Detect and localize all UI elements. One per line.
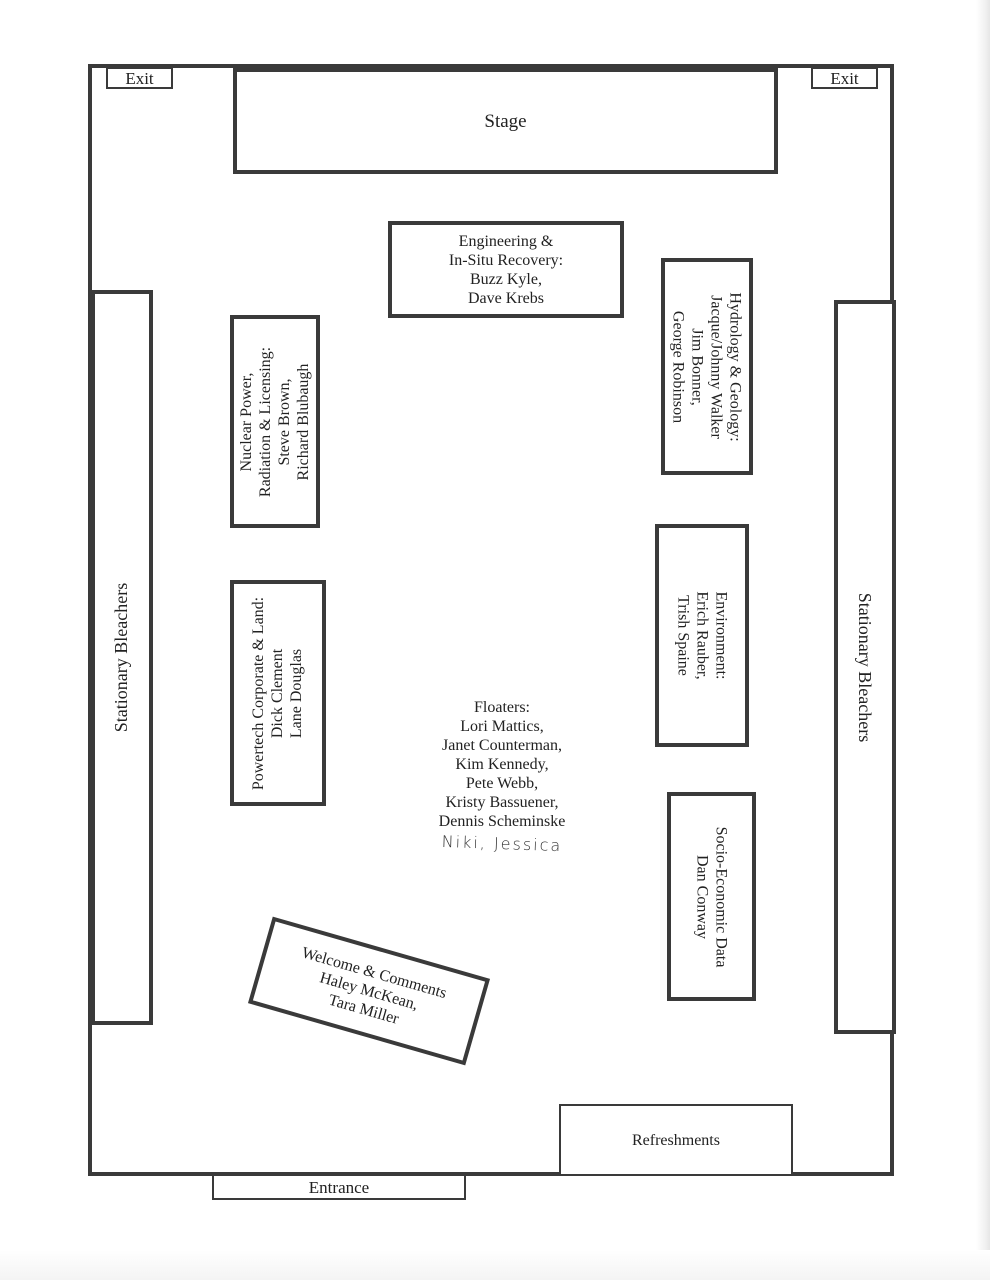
bleachers-right-label: Stationary Bleachers <box>855 592 876 742</box>
bleachers-left: Stationary Bleachers <box>91 290 153 1025</box>
booth-environment-label: Environment: Erich Rauber, Trish Spaine <box>674 591 730 680</box>
stage-label: Stage <box>484 110 527 132</box>
booth-socio-economic-label: Socio-Economic Data Dan Conway <box>693 826 730 967</box>
floater-name: Kim Kennedy, <box>455 756 549 773</box>
exit-left: Exit <box>106 67 173 89</box>
booth-nuclear-label: Nuclear Power, Radiation & Licensing: St… <box>238 346 313 497</box>
entrance: Entrance <box>212 1176 466 1200</box>
refreshments: Refreshments <box>559 1104 793 1176</box>
floaters-heading: Floaters: <box>474 699 530 716</box>
entrance-label: Entrance <box>308 1177 370 1197</box>
floaters-list: Floaters: Lori Mattics, Janet Counterman… <box>400 698 604 831</box>
floater-name: Dennis Scheminske <box>438 813 566 830</box>
scan-edge-shadow <box>976 0 990 1280</box>
exit-right: Exit <box>811 67 878 89</box>
floater-name: Pete Webb, <box>465 775 539 792</box>
bleachers-left-label: Stationary Bleachers <box>111 582 132 733</box>
booth-nuclear: Nuclear Power, Radiation & Licensing: St… <box>230 315 320 528</box>
exit-right-label: Exit <box>830 68 859 88</box>
floater-name: Janet Counterman, <box>442 737 562 754</box>
scan-bottom-shadow <box>0 1250 990 1280</box>
booth-engineering: Engineering & In-Situ Recovery: Buzz Kyl… <box>388 221 624 318</box>
stage: Stage <box>233 68 778 174</box>
exit-left-label: Exit <box>125 68 154 88</box>
booth-environment: Environment: Erich Rauber, Trish Spaine <box>655 524 749 747</box>
booth-powertech-label: Powertech Corporate & Land: Dick Clement… <box>250 596 306 790</box>
refreshments-label: Refreshments <box>632 1131 720 1149</box>
floater-name: Lori Mattics, <box>460 718 544 735</box>
booth-engineering-label: Engineering & In-Situ Recovery: Buzz Kyl… <box>448 232 564 307</box>
floater-name: Kristy Bassuener, <box>445 794 559 811</box>
booth-powertech: Powertech Corporate & Land: Dick Clement… <box>230 580 326 806</box>
booth-socio-economic: Socio-Economic Data Dan Conway <box>667 792 756 1001</box>
booth-hydrology: Hydrology & Geology: Jacque/Johnny Walke… <box>661 258 753 475</box>
booth-hydrology-label: Hydrology & Geology: Jacque/Johnny Walke… <box>670 291 745 442</box>
bleachers-right: Stationary Bleachers <box>834 300 896 1034</box>
